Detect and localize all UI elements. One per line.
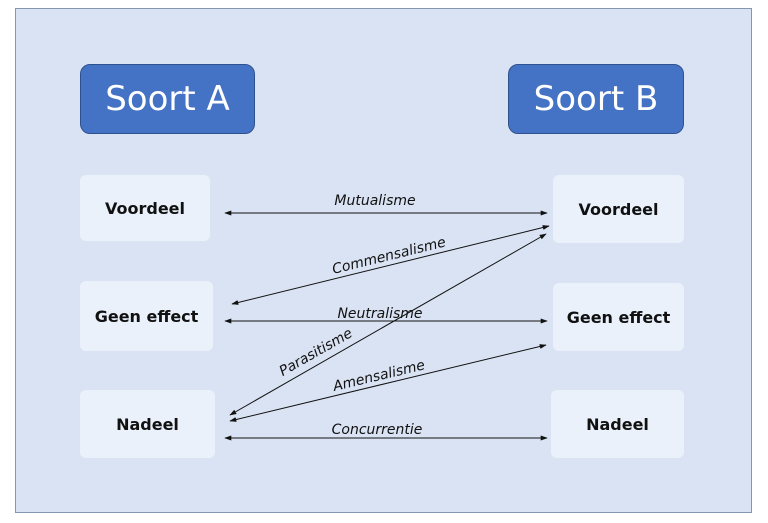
arrow-commensalisme [231,225,550,305]
effect-a-voordeel: Voordeel [80,175,210,241]
arrow-amensalisme [229,344,547,422]
label-amensalisme: Amensalisme [331,357,427,395]
effect-b-voordeel: Voordeel [553,175,684,243]
header-soort-a: Soort A [80,64,255,134]
effect-a-nadeel: Nadeel [80,390,215,458]
label-parasitisme: Parasitisme [277,325,356,379]
label-neutralisme: Neutralisme [337,306,422,322]
label-commensalisme: Commensalisme [331,234,448,277]
label-mutualisme: Mutualisme [334,193,415,209]
effect-b-geen-effect: Geen effect [553,283,684,351]
effect-a-geen-effect: Geen effect [80,281,213,351]
label-concurrentie: Concurrentie [332,422,423,438]
effect-b-nadeel: Nadeel [551,390,684,458]
header-soort-b: Soort B [508,64,684,134]
